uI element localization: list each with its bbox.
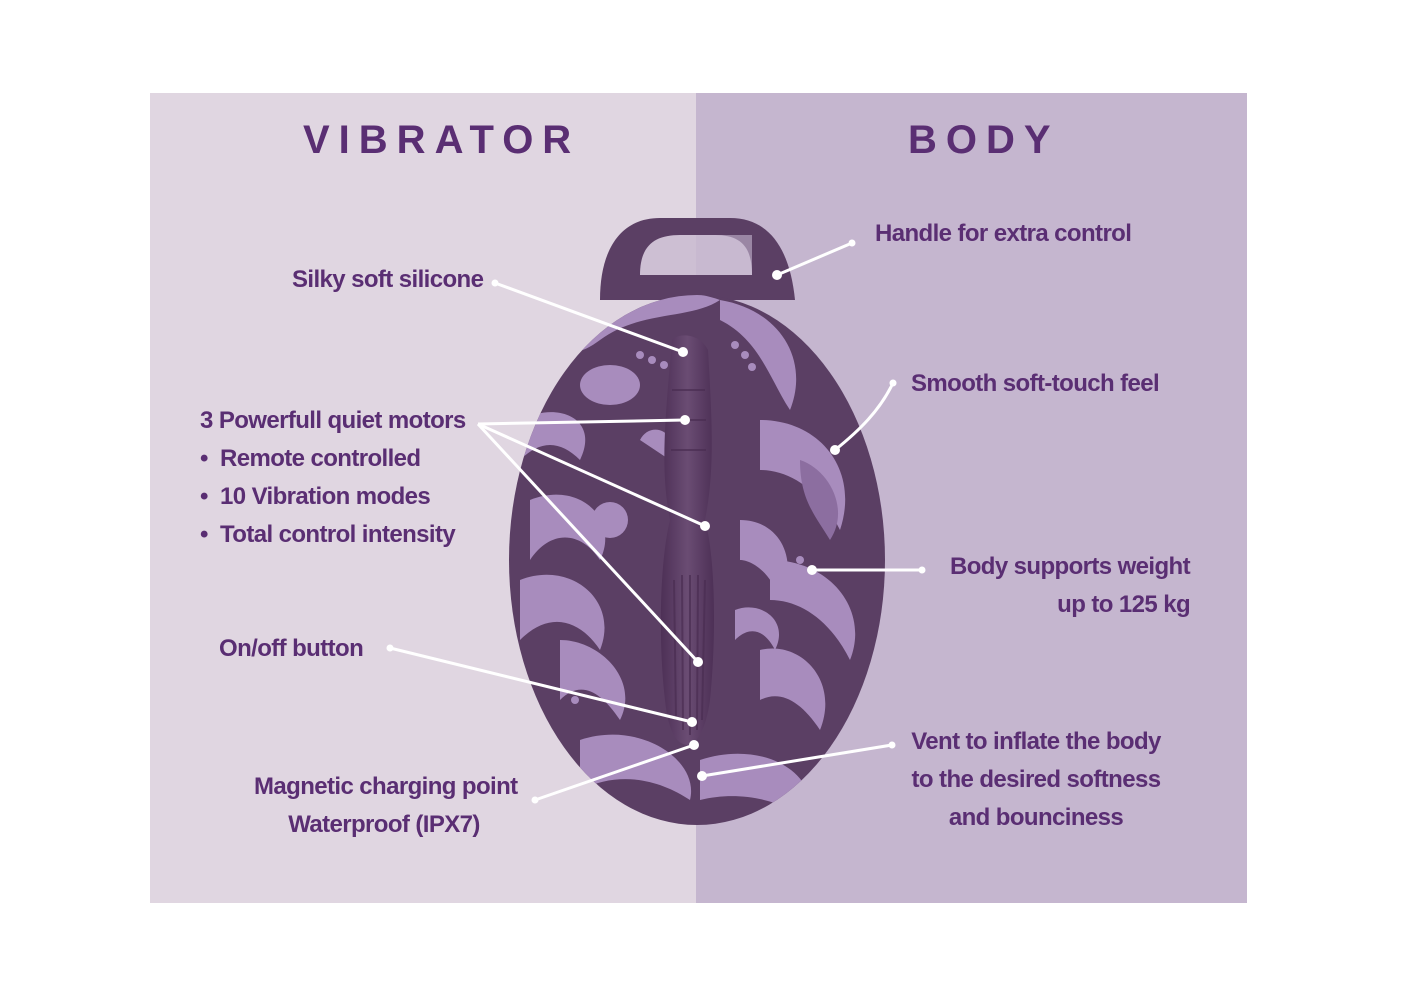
callout-weight: Body supports weight up to 125 kg — [949, 553, 1191, 618]
list-item: •Remote controlled — [200, 445, 421, 472]
vibrator-wand-icon — [660, 335, 715, 745]
callout-silicone: Silky soft silicone — [292, 266, 484, 293]
list-item: •10 Vibration modes — [200, 483, 431, 510]
body-heading: BODY — [908, 118, 1060, 162]
list-item: •Total control intensity — [200, 521, 456, 548]
handle-icon — [600, 218, 795, 300]
callout-on-off-button: On/off button — [219, 635, 364, 662]
paisley-pattern-icon — [520, 295, 856, 820]
callout-motors: 3 Powerfull quiet motors •Remote control… — [200, 402, 466, 554]
vibrator-heading: VIBRATOR — [303, 118, 581, 162]
leader-dots — [386, 239, 926, 804]
motors-title: 3 Powerfull quiet motors — [200, 407, 466, 434]
callout-vent: Vent to inflate the body to the desired … — [911, 728, 1161, 831]
leader-lines — [389, 241, 922, 802]
callout-handle: Handle for extra control — [875, 220, 1132, 247]
callout-soft-touch: Smooth soft-touch feel — [911, 370, 1160, 397]
callout-charging: Magnetic charging point Waterproof (IPX7… — [254, 773, 518, 838]
motors-feature-list: •Remote controlled •10 Vibration modes •… — [200, 440, 466, 554]
